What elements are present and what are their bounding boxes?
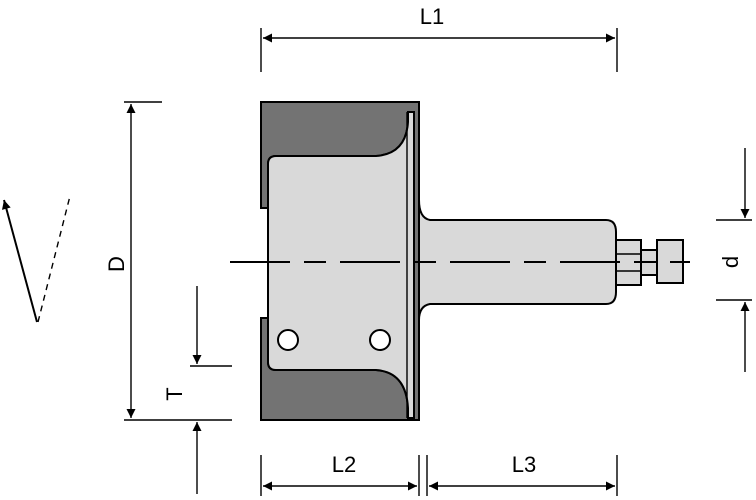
shank-shape [418,199,617,321]
dimension-D: D [104,101,232,421]
label-T: T [162,387,187,400]
label-D: D [104,256,129,272]
dimension-L1: L1 [260,4,618,72]
dimension-L3: L3 [426,452,618,496]
label-L1: L1 [420,4,444,29]
screw-hole-left [277,329,299,351]
cutter-hub [267,111,415,419]
dimension-d: d [716,148,752,372]
dimension-T: T [162,286,232,494]
label-L3: L3 [512,452,536,477]
rotation-arrow [2,199,38,323]
label-L2: L2 [332,452,356,477]
rotation-dashed-line [37,195,71,323]
shank [418,199,617,321]
screw-hole-right [369,329,391,351]
rotation-direction-indicator [2,195,71,323]
label-d: d [718,256,743,268]
dimension-L2: L2 [260,452,420,496]
